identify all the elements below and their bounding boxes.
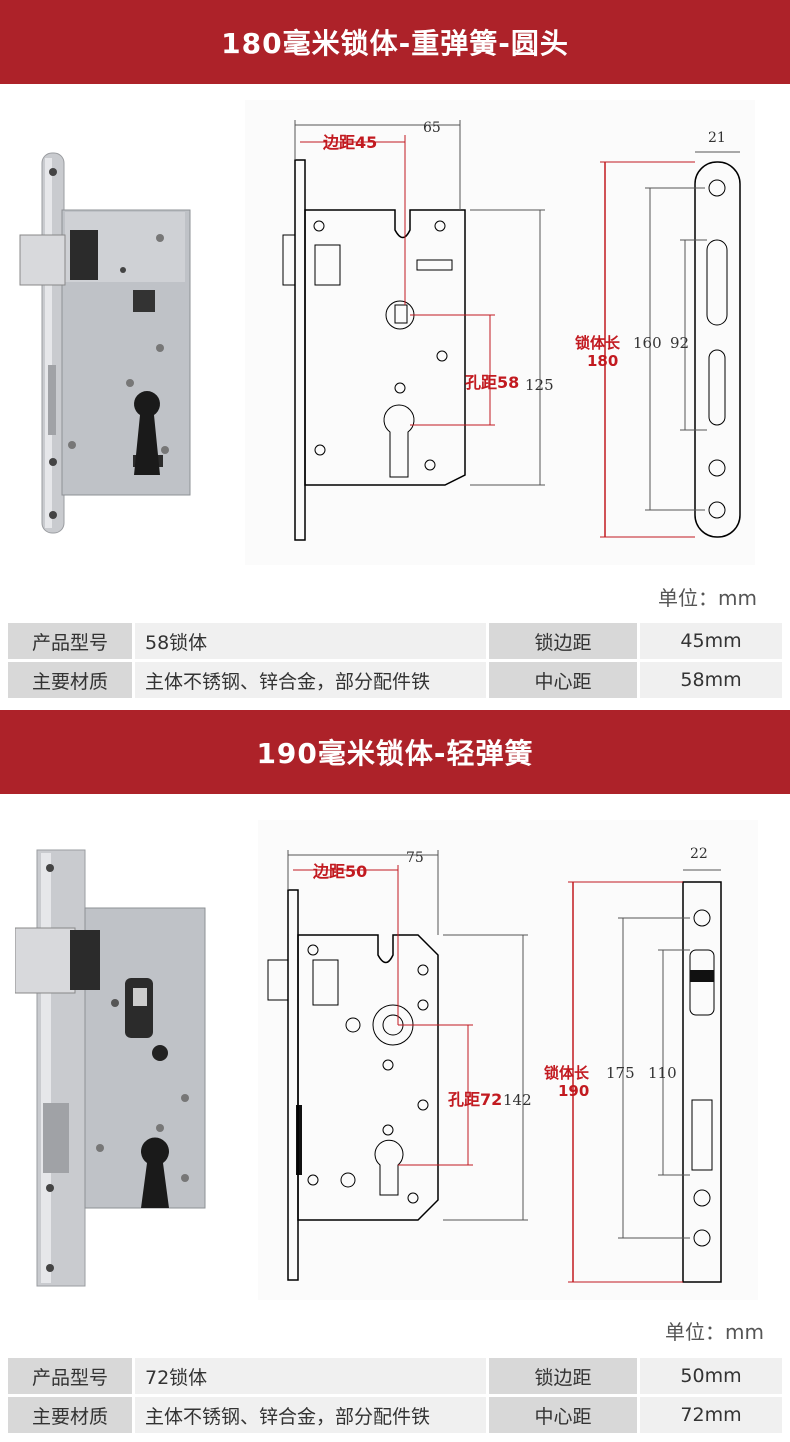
- dim-edge-label-1: 边距45: [322, 133, 377, 152]
- section-1-title-banner: 180毫米锁体-重弹簧-圆头: [0, 0, 790, 84]
- spec-label: 锁边距: [489, 623, 637, 659]
- dim-hole-label-1: 孔距58: [465, 373, 519, 392]
- spec-label: 产品型号: [8, 1358, 132, 1394]
- dim-b-2: 110: [648, 1064, 677, 1082]
- dim-hole-label-2: 孔距72: [448, 1090, 502, 1109]
- dim-faceplate-width-1: 21: [708, 130, 726, 146]
- table-row: 主要材质 主体不锈钢、锌合金，部分配件铁 中心距 72mm: [8, 1397, 782, 1433]
- spec-value: 主体不锈钢、锌合金，部分配件铁: [135, 662, 486, 698]
- lock-body-photo-2: [15, 849, 206, 1287]
- spec-table-1: 产品型号 58锁体 锁边距 45mm 主要材质 主体不锈钢、锌合金，部分配件铁 …: [5, 620, 785, 701]
- spec-label: 产品型号: [8, 623, 132, 659]
- table-row: 主要材质 主体不锈钢、锌合金，部分配件铁 中心距 58mm: [8, 662, 782, 698]
- section-2-title: 190毫米锁体-轻弹簧: [256, 737, 534, 770]
- spec-value: 45mm: [640, 623, 782, 659]
- unit-label-1: 单位：mm: [658, 586, 757, 610]
- spec-value: 主体不锈钢、锌合金，部分配件铁: [135, 1397, 486, 1433]
- table-row: 产品型号 58锁体 锁边距 45mm: [8, 623, 782, 659]
- dim-length-label-2: 锁体长: [544, 1064, 590, 1082]
- spec-value: 58锁体: [135, 623, 486, 659]
- dim-top-width-2: 75: [406, 850, 424, 866]
- table-row: 产品型号 72锁体 锁边距 50mm: [8, 1358, 782, 1394]
- lock-dimension-drawing-2: 75 边距50 孔距72 142 22 锁体长 190 175 110: [258, 820, 758, 1300]
- dim-body-height-2: 142: [503, 1091, 532, 1109]
- lock-dimension-drawing-1: 65 边距45 孔距58 125 21 锁体长 180 160 92: [245, 100, 755, 565]
- lock-body-photo-1: [19, 152, 191, 534]
- dim-b-1: 92: [670, 334, 689, 352]
- spec-label: 主要材质: [8, 1397, 132, 1433]
- dim-a-2: 175: [606, 1064, 635, 1082]
- spec-label: 中心距: [489, 662, 637, 698]
- dim-length-label-1: 锁体长: [575, 334, 621, 352]
- spec-table-2: 产品型号 72锁体 锁边距 50mm 主要材质 主体不锈钢、锌合金，部分配件铁 …: [5, 1355, 785, 1436]
- spec-label: 主要材质: [8, 662, 132, 698]
- section-1-title: 180毫米锁体-重弹簧-圆头: [221, 27, 569, 60]
- spec-value: 50mm: [640, 1358, 782, 1394]
- dim-faceplate-width-2: 22: [690, 846, 708, 862]
- dim-length-value-2: 190: [558, 1082, 589, 1100]
- dim-edge-label-2: 边距50: [312, 862, 367, 881]
- spec-label: 中心距: [489, 1397, 637, 1433]
- dim-body-height-1: 125: [525, 376, 554, 394]
- spec-value: 72锁体: [135, 1358, 486, 1394]
- section-2-title-banner: 190毫米锁体-轻弹簧: [0, 710, 790, 794]
- spec-value: 58mm: [640, 662, 782, 698]
- dim-a-1: 160: [633, 334, 662, 352]
- spec-label: 锁边距: [489, 1358, 637, 1394]
- unit-label-2: 单位：mm: [665, 1320, 764, 1344]
- dim-top-width-1: 65: [423, 120, 441, 136]
- dim-length-value-1: 180: [587, 352, 618, 370]
- spec-value: 72mm: [640, 1397, 782, 1433]
